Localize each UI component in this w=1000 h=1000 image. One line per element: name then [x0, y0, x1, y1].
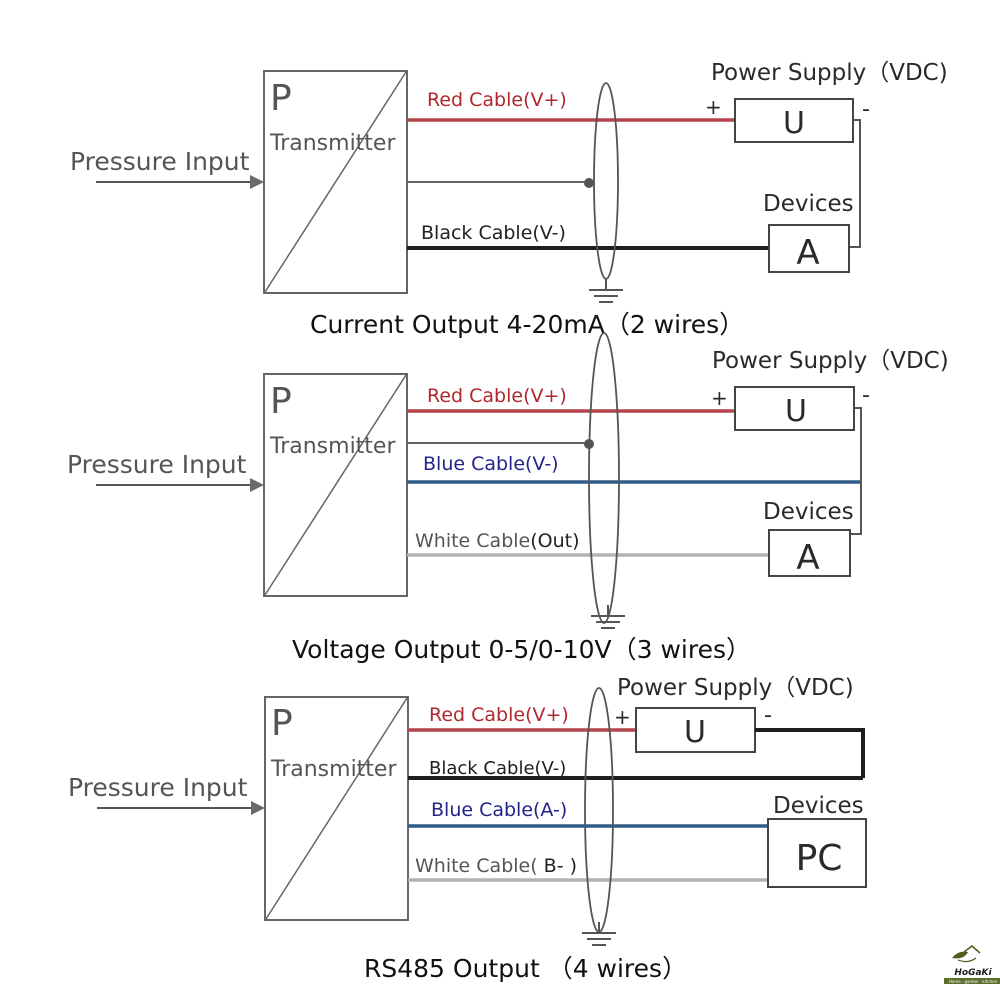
- device-symbol: PC: [796, 838, 843, 879]
- power-minus-sign: -: [862, 383, 870, 408]
- transmitter-diagonal: [265, 697, 408, 920]
- transmitter-symbol: P: [270, 381, 292, 422]
- transmitter-symbol: P: [270, 78, 292, 119]
- pressure-input-arrow-icon: [250, 175, 264, 189]
- devices-title: Devices: [773, 793, 864, 819]
- power-supply-box: [734, 386, 855, 431]
- transmitter-label: Transmitter: [270, 757, 397, 782]
- logo-name: HoGaKi: [954, 968, 992, 978]
- pressure-input-label: Pressure Input: [70, 147, 250, 176]
- diagram-rs485-output: Pressure Input P Transmitter Red Cable(V…: [68, 675, 867, 983]
- logo-tagline-bar: [944, 978, 1000, 984]
- power-to-black-connector: [755, 728, 865, 778]
- device-symbol: A: [796, 538, 819, 578]
- pressure-input-label: Pressure Input: [68, 773, 248, 802]
- power-supply-symbol: U: [783, 106, 805, 141]
- device-box: [767, 818, 867, 888]
- power-supply-symbol: U: [785, 394, 807, 429]
- diagram-current-output: Pressure Input P Transmitter Red Cable(V…: [70, 60, 948, 339]
- logo-tagline: Home · garden · kitchen: [949, 979, 998, 984]
- cable-label-blue: Blue Cable(A-): [431, 799, 567, 821]
- ground-icon: [582, 922, 616, 946]
- power-to-device-connector: [851, 407, 862, 535]
- cable-label-white: White Cable( B- ): [415, 855, 577, 877]
- device-box: [768, 224, 850, 273]
- cable-label-red: Red Cable(V+): [429, 704, 569, 726]
- ground-icon: [591, 605, 625, 629]
- power-supply-title: Power Supply（VDC): [617, 675, 854, 701]
- cable-label-red: Red Cable(V+): [427, 89, 567, 111]
- pressure-input-arrow-icon: [251, 801, 265, 815]
- device-box: [768, 529, 851, 577]
- power-plus-sign: +: [614, 705, 631, 729]
- power-supply-symbol: U: [684, 715, 706, 750]
- power-minus-sign: -: [862, 97, 870, 122]
- diagram-caption: Current Output 4-20mA（2 wires）: [310, 310, 744, 339]
- pressure-input-arrow-icon: [250, 478, 264, 492]
- transmitter-label: Transmitter: [269, 434, 396, 459]
- power-supply-box: [635, 707, 756, 753]
- transmitter-diagonal: [264, 374, 407, 596]
- cable-shield: [584, 687, 614, 933]
- diagram-caption: Voltage Output 0-5/0-10V（3 wires）: [292, 635, 751, 664]
- power-supply-title: Power Supply（VDC): [711, 60, 948, 86]
- cable-label-white: White Cable(Out): [415, 530, 580, 552]
- transmitter-label: Transmitter: [269, 131, 396, 156]
- power-plus-sign: +: [711, 386, 728, 410]
- transmitter-symbol: P: [271, 703, 293, 744]
- devices-title: Devices: [763, 499, 854, 525]
- pressure-input-label: Pressure Input: [67, 450, 247, 479]
- cable-label-black: Black Cable(V-): [429, 758, 566, 779]
- diagram-voltage-output: Pressure Input P Transmitter Red Cable(V…: [67, 332, 949, 664]
- leaf-house-icon: [952, 945, 981, 963]
- power-to-device-connector: [850, 119, 861, 248]
- cable-label-blue: Blue Cable(V-): [423, 453, 559, 475]
- power-minus-sign: -: [764, 703, 772, 728]
- shield-junction-dot: [584, 178, 594, 188]
- ground-icon: [589, 279, 623, 303]
- power-supply-title: Power Supply（VDC): [712, 348, 949, 374]
- device-symbol: A: [796, 233, 819, 273]
- devices-title: Devices: [763, 191, 854, 217]
- diagram-caption: RS485 Output （4 wires）: [364, 954, 687, 983]
- cable-shield: [588, 332, 620, 624]
- transmitter-diagonal: [264, 71, 407, 293]
- brand-logo: HoGaKi Home · garden · kitchen: [944, 945, 1000, 984]
- cable-label-black: Black Cable(V-): [421, 222, 566, 244]
- cable-label-red: Red Cable(V+): [427, 385, 567, 407]
- power-plus-sign: +: [705, 95, 722, 119]
